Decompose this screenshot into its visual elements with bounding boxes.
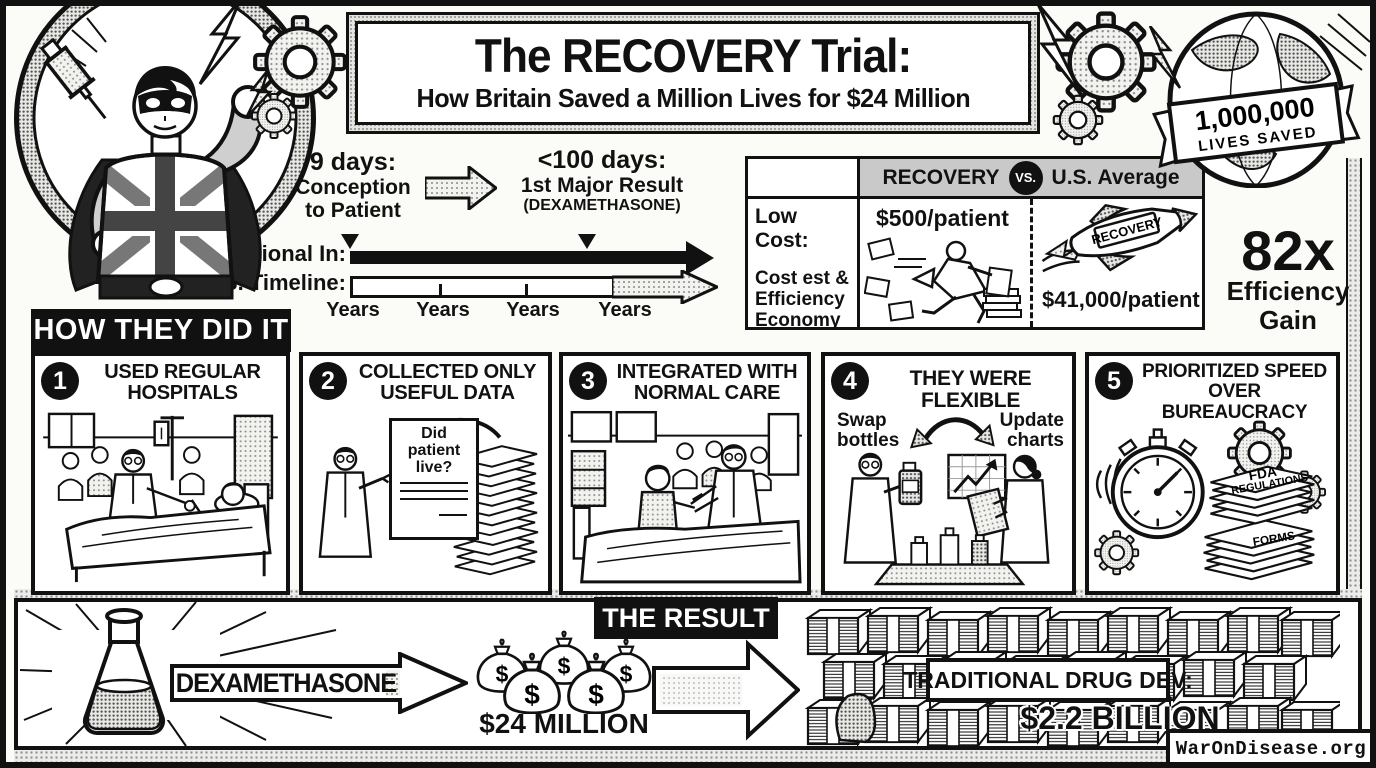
page-title: The RECOVERY Trial:: [474, 29, 912, 82]
flexible-scene: [830, 410, 1067, 586]
efficiency-gain-block: 82x Efficiency Gain: [1212, 219, 1364, 335]
dollar-sign: $: [588, 679, 604, 710]
step-number-badge: 2: [309, 362, 347, 400]
panel-title: INTEGRATED WITH NORMAL CARE: [616, 361, 798, 405]
arrow-right-icon: [425, 166, 497, 210]
syringe-icon: [34, 30, 120, 134]
site-watermark: WarOnDisease.org: [1166, 729, 1376, 768]
gain-label: Efficiency Gain: [1226, 276, 1350, 335]
panel-used-regular-hospitals: 1 USED REGULAR HOSPITALS: [31, 352, 290, 595]
section-header-how: HOW THEY DID IT: [31, 309, 291, 352]
flask-icon: [64, 606, 184, 748]
dollar-sign: $: [524, 679, 540, 710]
dollar-sign: $: [620, 661, 633, 687]
hero-illustration: [2, 0, 332, 308]
step-number-badge: 3: [569, 362, 607, 400]
step-number-badge: 5: [1095, 362, 1133, 400]
scientist-icon: [864, 233, 1032, 327]
step-number-badge: 4: [831, 362, 869, 400]
decor-strip: [1346, 158, 1362, 594]
dexamethasone-arrow: DEXAMETHASONE: [170, 652, 468, 714]
panel-collected-useful-data: 2 COLLECTED ONLY USEFUL DATA Did patient…: [299, 352, 552, 595]
fast-days: 9 days:: [309, 148, 397, 176]
timeline-marker: [578, 234, 596, 249]
hospital-scene: [40, 410, 281, 586]
rocket-icon: RECOVERY: [1038, 201, 1202, 281]
fast-desc: Conception to Patient: [295, 176, 411, 222]
did-patient-live-card: Did patient live?: [389, 418, 479, 540]
recovery-total-cost: $24 MILLION: [479, 708, 649, 739]
swap-bottles-label: Swap bottles: [837, 410, 900, 451]
panel-title: USED REGULAR HOSPITALS: [104, 361, 261, 405]
speed-scene: FORMS FDA REGULATIONS: [1094, 410, 1331, 586]
dollar-sign: $: [496, 661, 509, 687]
step-number-badge: 1: [41, 362, 79, 400]
slow-days: <100 days:: [537, 146, 667, 174]
fda-doc-label: FDA: [1248, 464, 1278, 484]
tick-label: Years: [598, 299, 652, 321]
gain-value: 82x: [1241, 219, 1335, 282]
panel-integrated-normal-care: 3 INTEGRATED WITH NORMAL CARE: [559, 352, 811, 595]
globe-icon: 1,000,000 LIVES SAVED: [1152, 4, 1374, 188]
update-charts-label: Update charts: [999, 410, 1064, 451]
lightning-icon: [244, 70, 278, 120]
uk-timeline-bar: [350, 251, 686, 264]
vs-badge: VS.: [1008, 160, 1043, 195]
section-header-result: THE RESULT: [594, 597, 778, 639]
title-banner: The RECOVERY Trial: How Britain Saved a …: [346, 12, 1040, 134]
uk-timeline-arrowhead: [686, 241, 714, 275]
comparison-table: RECOVERY VS. U.S. Average Low Cost: Cost…: [745, 156, 1205, 331]
card-question: Did patient live?: [407, 425, 461, 476]
care-scene: [568, 410, 802, 586]
arrow-right-icon: [652, 636, 800, 744]
slow-note: (DEXAMETHASONE): [523, 197, 681, 215]
timeline-fast-block: 9 days: Conception to Patient: [283, 148, 423, 222]
page-subtitle: How Britain Saved a Million Lives for $2…: [416, 83, 970, 113]
panel-they-were-flexible: 4 THEY WERE FLEXIBLE Swap bottles Update…: [821, 352, 1076, 595]
traditional-drug-dev-label: TRADITIONAL DRUG DEV:: [903, 658, 1193, 702]
tick-label: Years: [416, 299, 470, 321]
dollar-sign: $: [558, 653, 571, 679]
table-divider: [1030, 199, 1033, 327]
decor-strip: [14, 750, 1362, 762]
tick-label: Years: [506, 299, 560, 321]
slow-desc: 1st Major Result: [520, 174, 684, 197]
money-stack-icon: [798, 606, 1340, 748]
lightning-icon: [1016, 4, 1086, 98]
us-cost-value: $41,000/patient: [1042, 287, 1200, 312]
panel-title: THEY WERE FLEXIBLE: [909, 367, 1032, 413]
lightning-icon: [1140, 26, 1182, 90]
row-label-low-cost: Low Cost:: [755, 205, 809, 252]
column-header-recovery: RECOVERY: [882, 165, 1000, 189]
panel-title: PRIORITIZED SPEED OVER BUREAUCRACY: [1142, 361, 1327, 423]
recovery-cost-value: $500/patient: [876, 205, 1009, 231]
us-timeline-arrowhead: [612, 270, 718, 304]
tick-label: Years: [326, 299, 380, 321]
column-header-us-average: U.S. Average: [1051, 165, 1180, 189]
lightning-icon: [196, 0, 262, 86]
money-bag-icon: $ $ $ $ $: [466, 616, 662, 714]
drug-name: DEXAMETHASONE: [175, 667, 397, 698]
timeline-marker: [341, 234, 359, 249]
row-label-cost-efficiency: Cost est & Efficiency Economy: [755, 268, 849, 331]
panel-prioritized-speed: 5 PRIORITIZED SPEED OVER BUREAUCRACY: [1085, 352, 1340, 595]
table-corner-cell: [748, 159, 860, 196]
panel-title: COLLECTED ONLY USEFUL DATA: [358, 361, 537, 405]
timeline-slow-block: <100 days: 1st Major Result (DEXAMETHASO…: [492, 146, 712, 215]
